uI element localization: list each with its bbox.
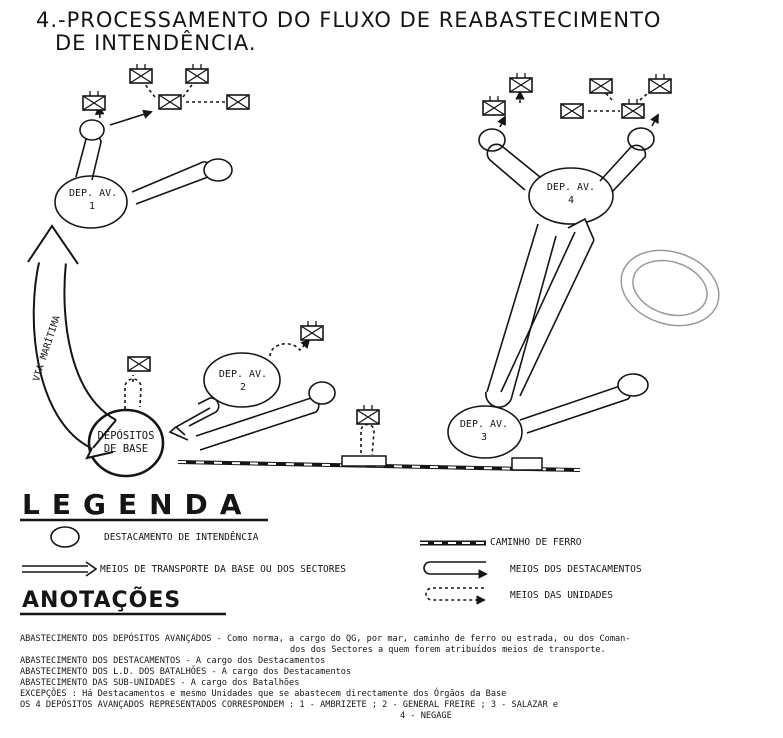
annotation-text: : Há Destacamentos e mesmo Unidades que … bbox=[66, 689, 507, 699]
page-title-line-2: DE INTENDÊNCIA. bbox=[55, 31, 257, 55]
annotation-text: - A cargo dos Batalhões bbox=[175, 678, 300, 688]
dep-av-3-circle bbox=[447, 405, 523, 459]
destacamento-circle bbox=[79, 119, 105, 141]
dep-av-4-circle bbox=[528, 167, 614, 225]
legend-solid-loop-label: MEIOS DOS DESTACAMENTOS bbox=[510, 564, 642, 575]
annotation-line: 4 - NEGAGE bbox=[400, 711, 452, 722]
annotation-line: ABASTECIMENTO DOS DESTACAMENTOS - A carg… bbox=[20, 656, 325, 667]
depositos-de-base-label-line2: DE BASE bbox=[103, 443, 149, 455]
dep-av-4-label-line1: DEP. AV. bbox=[546, 182, 596, 193]
destacamento-circle bbox=[627, 127, 655, 151]
dep-av-1-label: DEP. AV. 1 bbox=[69, 187, 118, 213]
annotation-text: - Como norma, a cargo do QG, por mar, ca… bbox=[211, 634, 631, 644]
depositos-de-base-circle bbox=[87, 408, 165, 478]
dep-av-4-label: DEP. AV. 4 bbox=[546, 181, 596, 207]
via-maritima-arrow bbox=[32, 257, 117, 449]
annotation-line: dos dos Sectores a quem forem atribuídos… bbox=[290, 645, 606, 656]
annotation-label: ABASTECIMENTO DOS L.D. DOS BATALHÕES bbox=[20, 667, 207, 677]
annotation-text: - A cargo dos Destacamentos bbox=[206, 667, 352, 677]
annotations-heading: ANOTAÇÕES bbox=[22, 588, 182, 613]
dep-av-2-label: DEP. AV. 2 bbox=[218, 368, 268, 394]
dep-av-3-label-line1: DEP. AV. bbox=[459, 419, 509, 430]
destacamento-circle bbox=[308, 381, 336, 405]
legend-dashed-loop-icon bbox=[425, 587, 486, 605]
dep-av-2-label-line1: DEP. AV. bbox=[218, 369, 268, 380]
dep-av-1-label-line1: DEP. AV. bbox=[69, 188, 118, 199]
annotation-label: ABASTECIMENTO DOS DEPÓSITOS AVANÇADOS bbox=[20, 634, 212, 644]
dep-av-1-circle bbox=[54, 175, 128, 229]
legend-double-arrow-icon bbox=[22, 561, 98, 577]
annotation-label: OS 4 DEPÓSITOS AVANÇADOS REPRESENTADOS C… bbox=[20, 700, 284, 710]
depositos-de-base-label: DEPÓSITOS DE BASE bbox=[94, 430, 158, 456]
page-title-line-1: 4.-PROCESSAMENTO DO FLUXO DE REABASTECIM… bbox=[36, 8, 662, 32]
destacamento-circle bbox=[478, 128, 506, 152]
annotation-line: ABASTECIMENTO DOS DEPÓSITOS AVANÇADOS - … bbox=[20, 634, 631, 645]
dep-av-4-label-line2: 4 bbox=[567, 195, 575, 206]
legend-heading: LEGENDA bbox=[22, 488, 254, 521]
dep-av-3-label-line2: 3 bbox=[480, 432, 488, 443]
legend-double-arrow-label: MEIOS DE TRANSPORTE DA BASE OU DOS SECTO… bbox=[100, 564, 346, 575]
annotation-line: EXCEPÇÕES : Há Destacamentos e mesmo Uni… bbox=[20, 689, 506, 700]
archive-stamp bbox=[620, 249, 720, 327]
legend-dashed-loop-label: MEIOS DAS UNIDADES bbox=[510, 590, 613, 601]
legend-circle-icon bbox=[50, 526, 80, 548]
annotation-text: dos dos Sectores a quem forem atribuídos… bbox=[290, 645, 606, 655]
annotation-label: ABASTECIMENTO DAS SUB-UNIDADES bbox=[20, 678, 176, 688]
annotation-line: OS 4 DEPÓSITOS AVANÇADOS REPRESENTADOS C… bbox=[20, 700, 558, 711]
annotation-line: ABASTECIMENTO DOS L.D. DOS BATALHÕES - A… bbox=[20, 667, 351, 678]
legend-railway-label: CAMINHO DE FERRO bbox=[490, 537, 582, 548]
annotation-text: : 1 - AMBRIZETE ; 2 - GENERAL FREIRE ; 3… bbox=[283, 700, 559, 710]
annotation-line: ABASTECIMENTO DAS SUB-UNIDADES - A cargo… bbox=[20, 678, 299, 689]
destacamento-circle bbox=[617, 373, 649, 397]
transport-route-dep3-dep4 bbox=[485, 223, 557, 408]
annotation-text: 4 - NEGAGE bbox=[400, 711, 452, 721]
dep-av-3-label: DEP. AV. 3 bbox=[459, 418, 509, 444]
dep-av-1-loop-right bbox=[131, 161, 214, 205]
dep-av-1-label-line2: 1 bbox=[88, 201, 96, 212]
legend-circle-label: DESTACAMENTO DE INTENDÊNCIA bbox=[104, 532, 259, 543]
depositos-de-base-label-line1: DEPÓSITOS bbox=[97, 430, 155, 442]
legend-solid-loop-icon bbox=[423, 561, 488, 579]
dep-av-2-label-line2: 2 bbox=[239, 382, 247, 393]
annotation-text: - A cargo dos Destacamentos bbox=[180, 656, 326, 666]
annotation-label: ABASTECIMENTO DOS DESTACAMENTOS bbox=[20, 656, 181, 666]
dep-av-2-circle bbox=[203, 352, 281, 408]
destacamento-circle bbox=[203, 158, 233, 182]
annotation-label: EXCEPÇÕES bbox=[20, 689, 67, 699]
railway-line bbox=[177, 455, 581, 472]
dep-av-1-loop bbox=[75, 134, 102, 181]
